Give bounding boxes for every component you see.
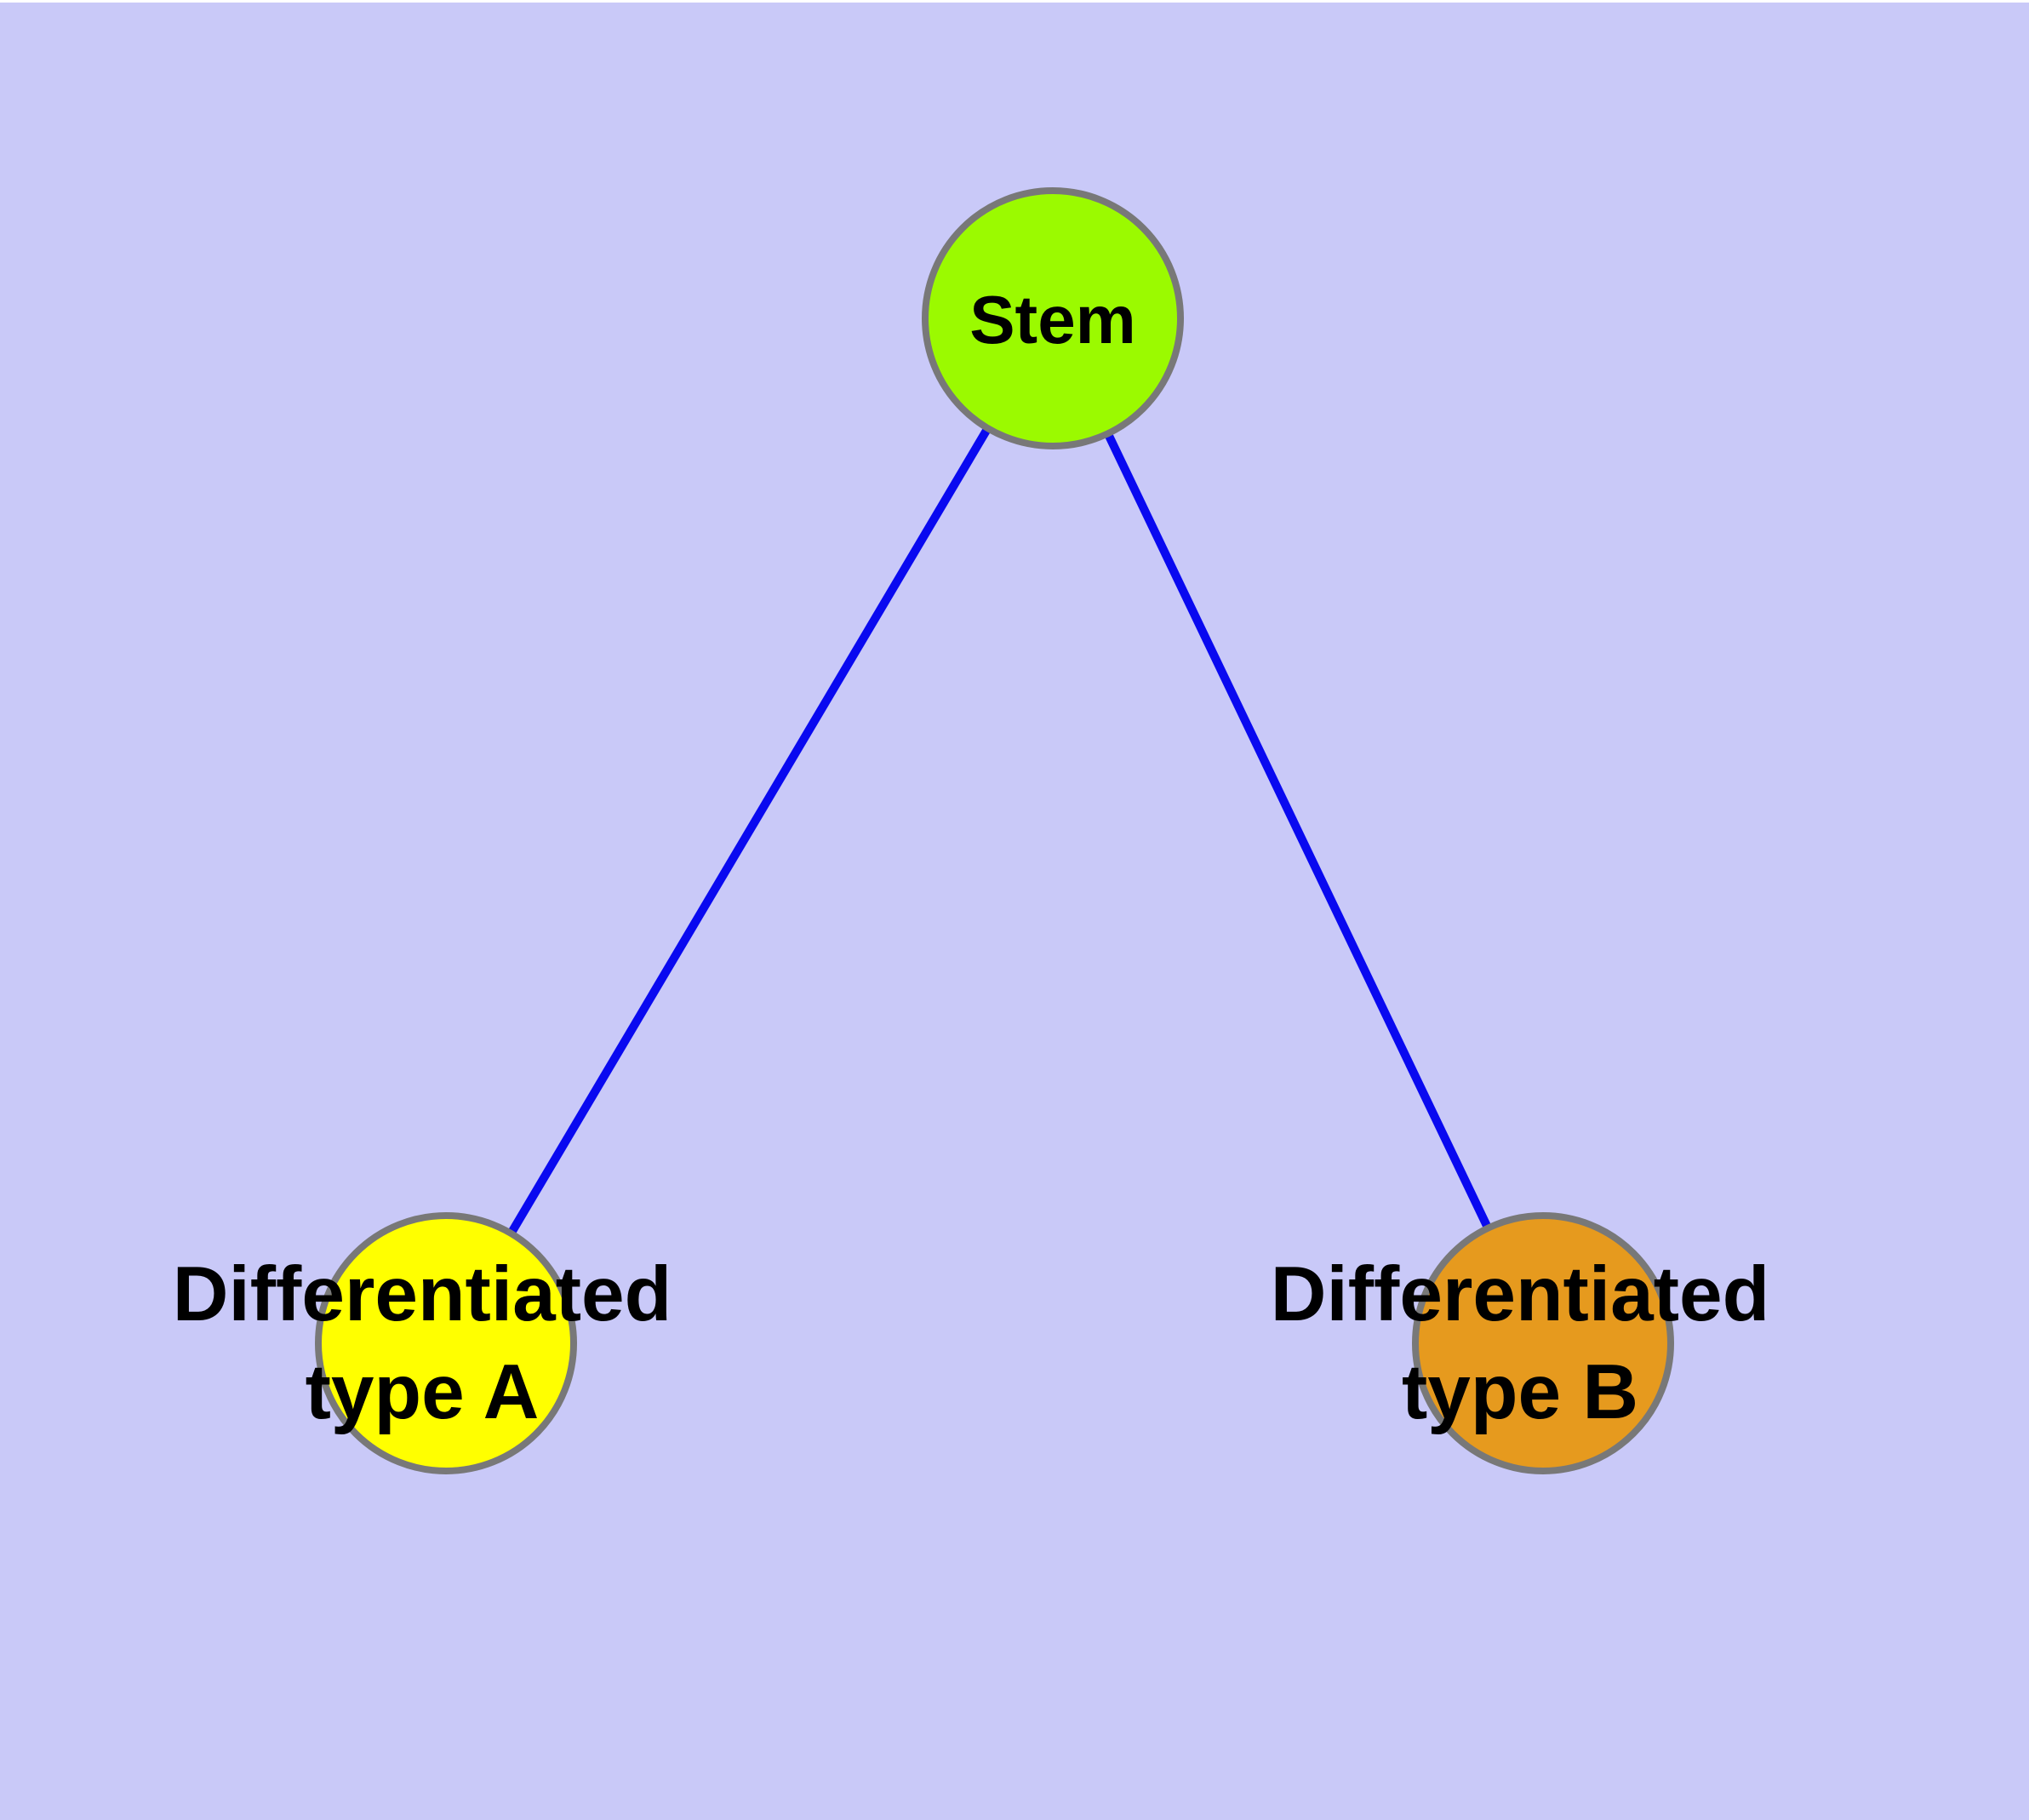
edge-stem-to-type-a xyxy=(442,316,1057,1346)
node-type-b-label: Differentiated type B xyxy=(1270,1251,1770,1435)
node-type-a-label: Differentiated type A xyxy=(172,1251,672,1435)
edge-stem-to-type-b xyxy=(1049,316,1547,1346)
node-stem-label: Stem xyxy=(969,282,1136,358)
node-stem-circle xyxy=(922,187,1184,449)
node-type-b-circle xyxy=(1412,1212,1674,1474)
node-type-a-circle xyxy=(315,1212,577,1474)
